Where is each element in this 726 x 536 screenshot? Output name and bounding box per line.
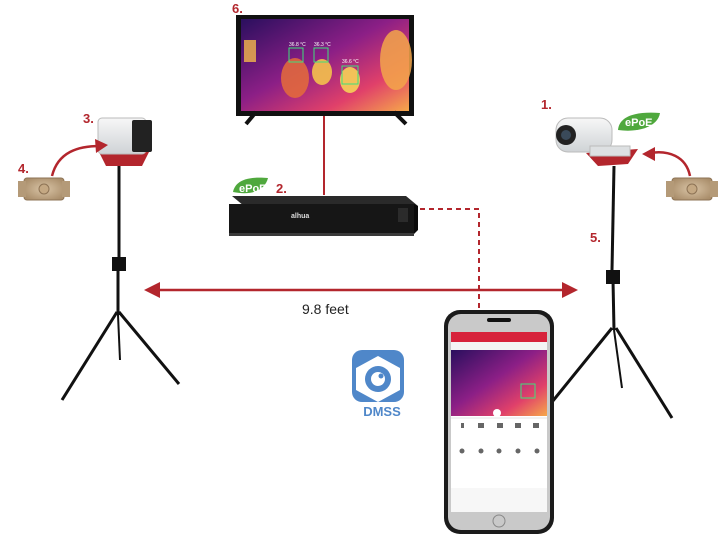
monitor-reading: 36.3 °C bbox=[314, 42, 331, 48]
arrowhead bbox=[95, 139, 108, 153]
arrow-blackbody-left bbox=[50, 144, 101, 177]
dmss-app-label: DMSS bbox=[363, 404, 401, 419]
arrow-blackbody-right bbox=[649, 151, 692, 177]
nvr-brand: alhua bbox=[291, 213, 309, 220]
monitor-reading: 36.6 °C bbox=[342, 59, 359, 65]
label-thermal-camera-right: 1. bbox=[541, 97, 552, 112]
epoe-badge-right bbox=[618, 112, 660, 131]
monitor bbox=[236, 15, 414, 126]
tripod-left bbox=[60, 165, 181, 401]
smartphone bbox=[444, 310, 554, 534]
nvr bbox=[229, 196, 418, 236]
distance-label: 9.8 feet bbox=[302, 301, 349, 317]
arrowhead bbox=[562, 282, 578, 298]
label-tripod-right: 5. bbox=[590, 230, 601, 245]
dmss-app-icon bbox=[352, 350, 404, 402]
tripod-right bbox=[550, 165, 674, 419]
thermal-camera-right bbox=[555, 117, 638, 166]
epoe-text: ePoE bbox=[239, 183, 267, 195]
arrowhead bbox=[642, 147, 655, 161]
label-blackbody-left: 4. bbox=[18, 161, 29, 176]
blackbody-left bbox=[18, 177, 70, 201]
epoe-badge-left bbox=[233, 177, 268, 194]
label-monitor: 6. bbox=[232, 1, 243, 16]
label-nvr: 2. bbox=[276, 181, 287, 196]
nvr-phone-link bbox=[420, 208, 480, 312]
arrowhead bbox=[144, 282, 160, 298]
blackbody-right bbox=[666, 177, 718, 201]
monitor-reading: 36.8 °C bbox=[289, 42, 306, 48]
label-thermal-camera-left: 3. bbox=[83, 111, 94, 126]
thermal-camera-left bbox=[97, 117, 152, 166]
epoe-text: ePoE bbox=[625, 117, 653, 129]
